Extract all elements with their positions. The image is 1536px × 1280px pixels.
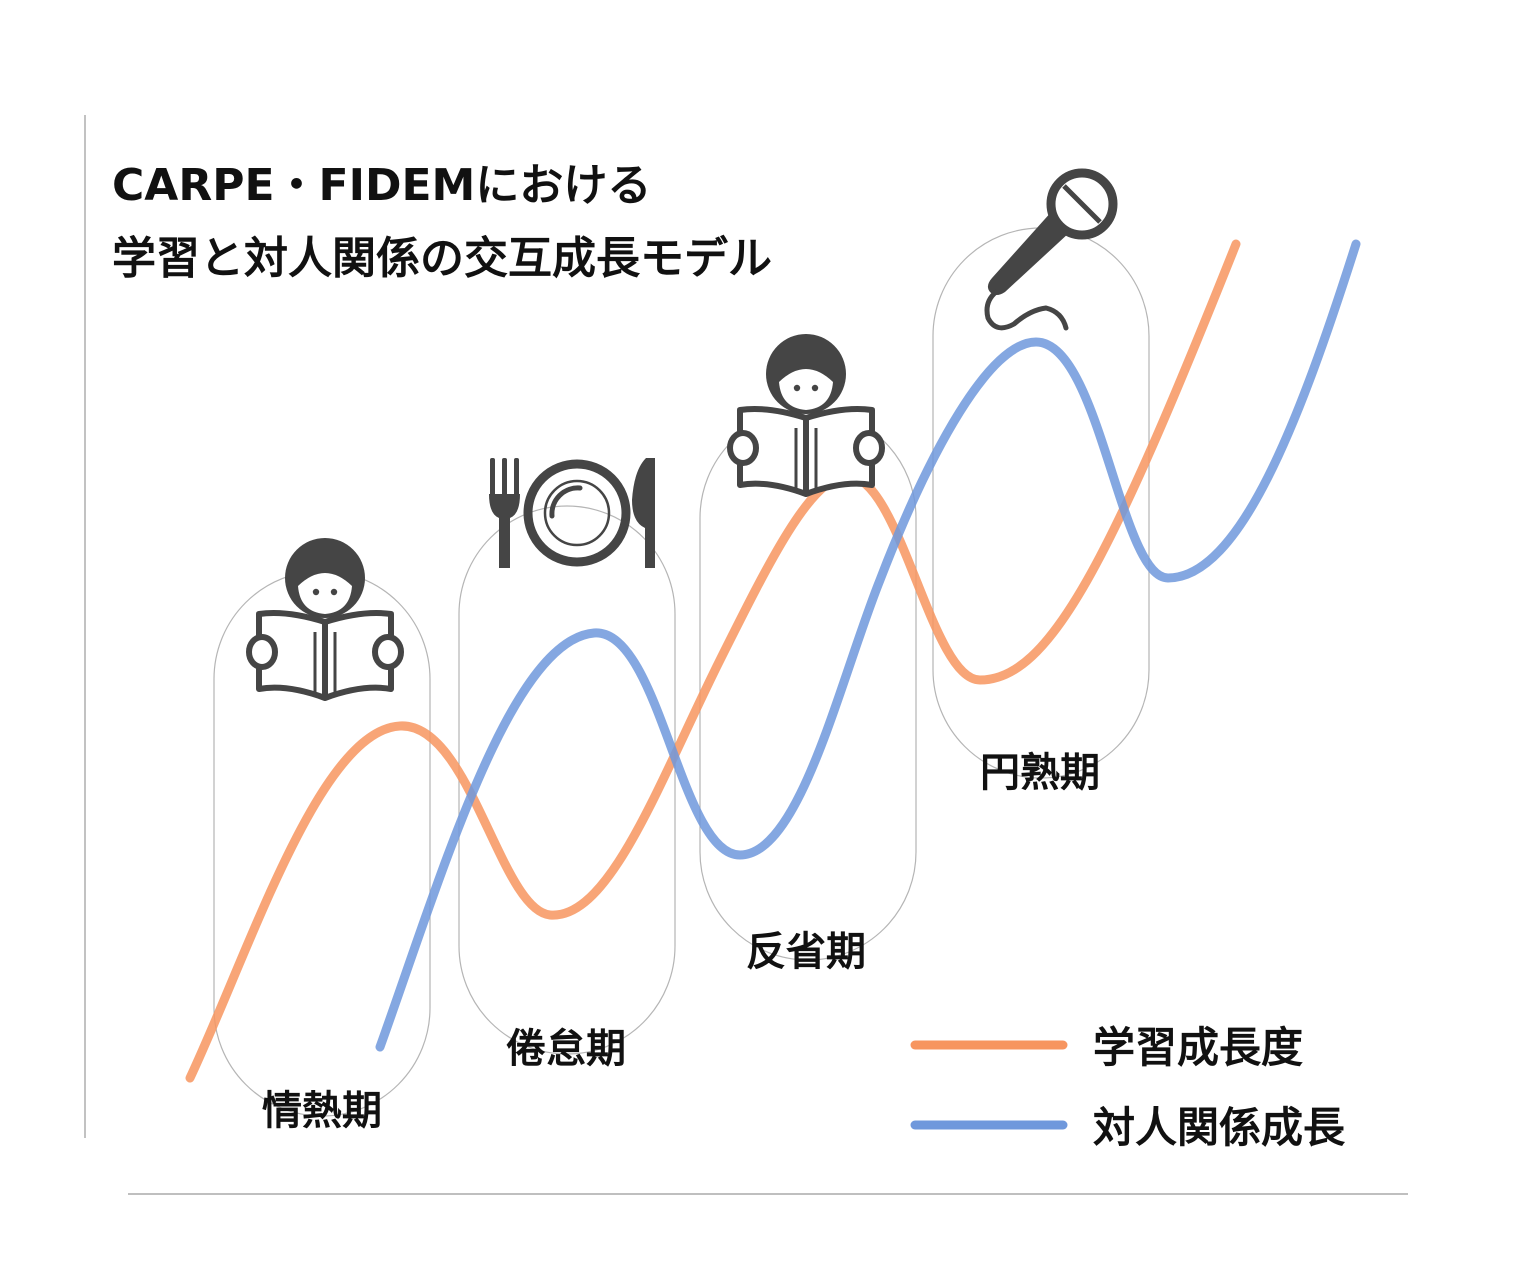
title-line-1: CARPE・FIDEMにおける	[112, 160, 651, 211]
phase-label-maturity: 円熟期	[980, 750, 1100, 796]
phase-box-boredom	[458, 505, 676, 1055]
phase-label-boredom: 倦怠期	[506, 1026, 626, 1072]
fork-plate-knife-icon	[489, 458, 655, 568]
phase-label-reflection: 反省期	[746, 929, 866, 975]
legend-label-relationship: 対人関係成長	[1093, 1103, 1346, 1152]
person-reading-icon	[246, 538, 404, 701]
relationship-curve	[375, 239, 1361, 1052]
legend-label-learning: 学習成長度	[1093, 1023, 1303, 1072]
person-reading-icon	[727, 334, 885, 497]
phase-label-passion: 情熱期	[262, 1088, 382, 1134]
learning-curve	[185, 239, 1241, 1083]
title-line-2: 学習と対人関係の交互成長モデル	[112, 233, 772, 284]
microphone-icon	[984, 168, 1118, 331]
